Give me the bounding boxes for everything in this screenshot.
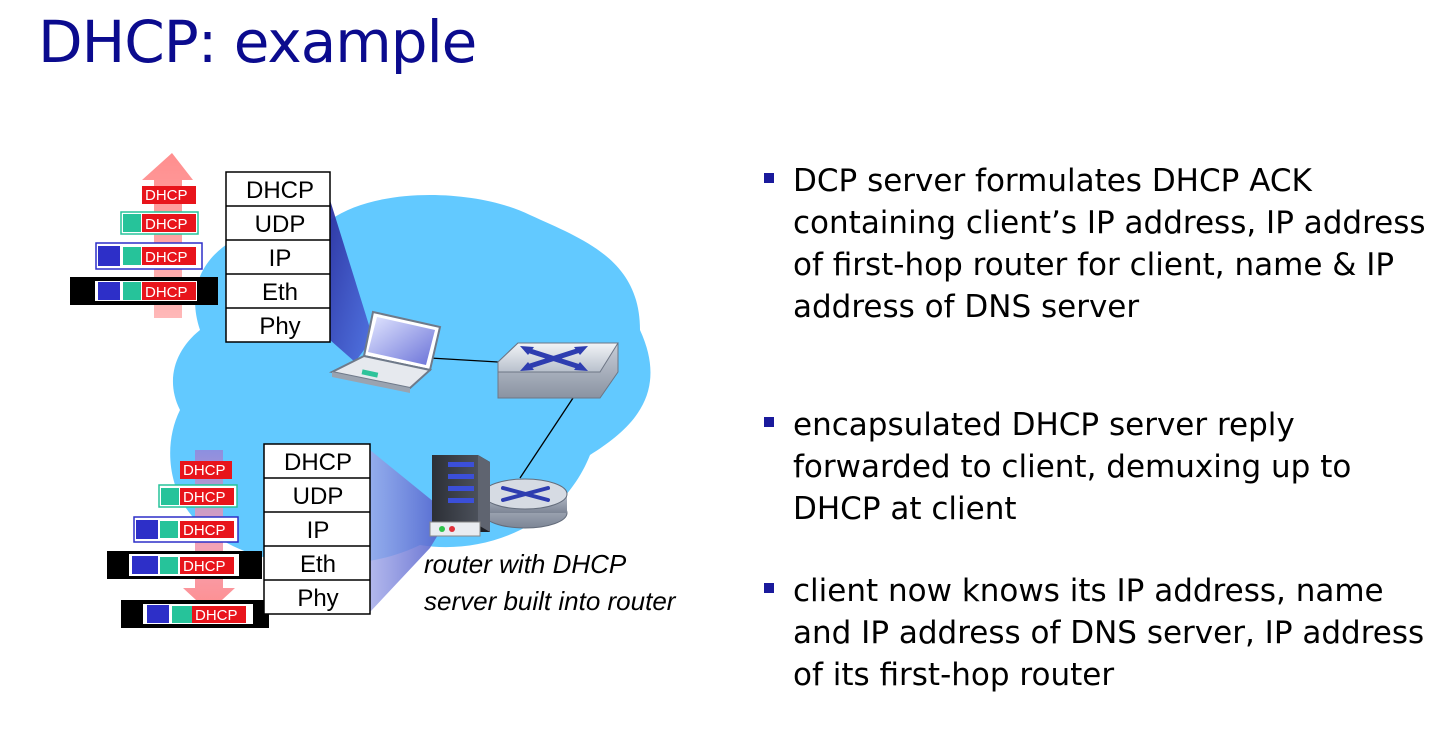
slide-title: DHCP: example: [38, 8, 477, 76]
stack-layer-phy: Phy: [259, 313, 300, 340]
bullet-item: client now knows its IP address, name an…: [762, 570, 1442, 696]
stack-layer-eth: Eth: [262, 279, 298, 306]
top-frame-dhcp: [142, 186, 196, 204]
bullet-item: encapsulated DHCP server reply forwarded…: [762, 404, 1442, 530]
stack-layer-phy: Phy: [297, 585, 338, 612]
bullet-text: DCP server formulates DHCP ACK containin…: [793, 163, 1426, 325]
bottom-stack-beam: [370, 450, 450, 612]
stack-layer-ip: IP: [269, 245, 292, 272]
network-links: [429, 357, 576, 479]
square-bullet-icon: [764, 583, 774, 593]
bullet-text: encapsulated DHCP server reply forwarded…: [793, 407, 1352, 527]
bullet-list: DCP server formulates DHCP ACK containin…: [762, 160, 1442, 696]
top-frame-stack: DHCP DHCP DHCP DHCP: [70, 186, 218, 305]
frame-label: DHCP: [183, 522, 226, 539]
router-caption: router with DHCP server built into route…: [424, 549, 676, 616]
client-protocol-stack: DHCP UDP IP Eth Phy: [225, 171, 331, 343]
frame-label: DHCP: [195, 607, 238, 624]
frame-label: DHCP: [183, 489, 226, 506]
stack-layer-udp: UDP: [293, 483, 344, 510]
bullet-text: client now knows its IP address, name an…: [793, 573, 1425, 693]
switch-icon: [497, 342, 619, 399]
network-diagram: DHCP DHCP DHCP DHCP DHCP DHCP DHCP DHCP …: [70, 153, 651, 628]
stack-layer-eth: Eth: [300, 551, 336, 578]
top-stack-beam: [330, 200, 373, 362]
frame-label: DHCP: [145, 249, 188, 266]
bottom-frame-dhcp: [180, 461, 232, 479]
frame-label: DHCP: [145, 284, 188, 301]
bottom-frame-stack: DHCP DHCP DHCP DHCP DHCP: [107, 461, 269, 628]
bullet-item: DCP server formulates DHCP ACK containin…: [762, 160, 1442, 328]
server-protocol-stack: DHCP UDP IP Eth Phy: [263, 443, 371, 615]
frame-label: DHCP: [145, 216, 188, 233]
frame-label: DHCP: [183, 462, 226, 479]
stack-layer-dhcp: DHCP: [284, 449, 352, 476]
stack-layer-dhcp: DHCP: [246, 177, 314, 204]
frame-label: DHCP: [145, 187, 188, 204]
stack-layer-ip: IP: [307, 517, 330, 544]
laptop-icon: [328, 310, 442, 393]
stack-layer-udp: UDP: [255, 211, 306, 238]
square-bullet-icon: [764, 417, 774, 427]
square-bullet-icon: [764, 173, 774, 183]
frame-label: DHCP: [183, 558, 226, 575]
server-icon: [429, 455, 490, 537]
router-icon: [482, 478, 568, 529]
